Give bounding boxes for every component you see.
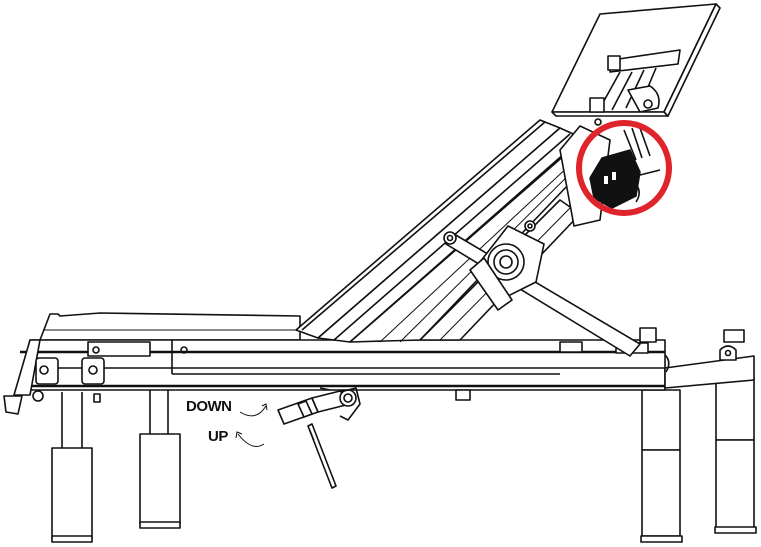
- up-label: UP: [208, 428, 228, 445]
- seat-pad: [39, 312, 301, 341]
- leg-front-middle: [139, 390, 181, 529]
- adjustment-mechanism: [589, 127, 661, 209]
- leg-rear-middle: [640, 389, 683, 543]
- leg-rear-right: [714, 377, 757, 534]
- pivot-bearing: [469, 220, 545, 311]
- up-arrow-icon: [235, 431, 265, 447]
- down-arrow-icon: [239, 403, 268, 417]
- adjustment-lever: [277, 387, 361, 425]
- highlight-circle: [576, 120, 672, 216]
- front-bracket: [3, 339, 188, 415]
- leg-front-left: [51, 392, 93, 543]
- down-label: DOWN: [186, 398, 232, 415]
- locking-pin: [307, 423, 337, 489]
